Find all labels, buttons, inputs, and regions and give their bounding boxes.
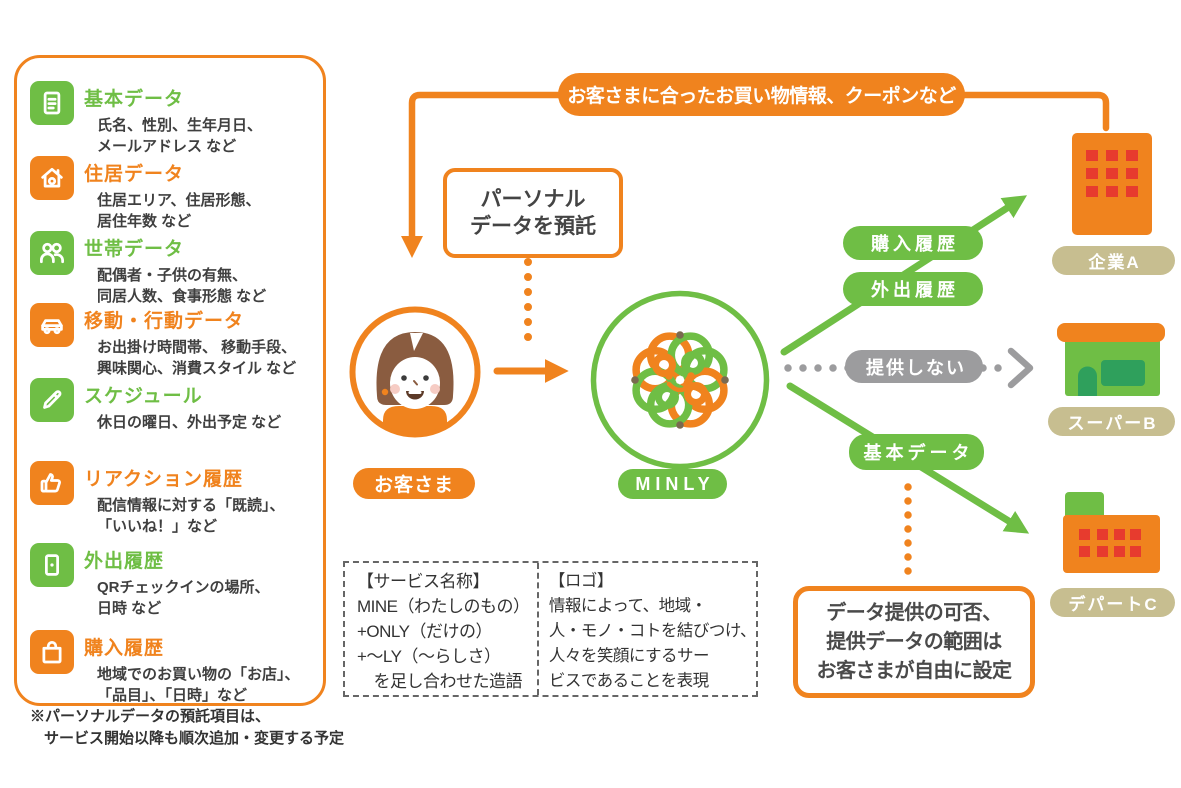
shopping-bag-icon: [30, 630, 74, 674]
recipient-super-b-label: スーパーB: [1048, 407, 1175, 436]
category-desc: 地域でのお買い物の「お店」、 「品目」、「日時」など: [97, 666, 300, 704]
personal-data-panel: 基本データ 氏名、性別、生年月日、 メールアドレス など 住居データ 住居エリア…: [14, 55, 326, 706]
logo-explanation: 【ロゴ】 情報によって、地域・ 人・モノ・コトを結びつけ、 人々を笑顔にするサー…: [536, 563, 757, 695]
category-title: 移動・行動データ: [84, 311, 245, 332]
no-provide-chevron: [1007, 347, 1034, 389]
data-category-schedule: スケジュール 休日の曜日、外出予定 など: [30, 378, 310, 433]
category-desc: 配偶者・子供の有無、 同居人数、食事形態 など: [97, 267, 267, 305]
depart-c-building-icon: [1063, 492, 1160, 573]
recipient-depart-c-label: デパートC: [1050, 588, 1175, 617]
company-a-building-icon: [1072, 133, 1152, 235]
minly-label: MINLY: [618, 469, 727, 499]
minly-logo: [590, 290, 770, 470]
service-naming-box: 【サービス名称】 MINE（わたしのもの） +ONLY（だけの） +〜LY（〜ら…: [343, 561, 758, 697]
category-title: 外出履歴: [84, 551, 165, 572]
category-title: 基本データ: [84, 89, 185, 110]
flow-outing-history: 外出履歴: [843, 272, 983, 306]
category-title: スケジュール: [84, 386, 203, 407]
door-icon: [30, 543, 74, 587]
category-desc: 休日の曜日、外出予定 など: [97, 414, 282, 431]
data-category-basic: 基本データ 氏名、性別、生年月日、 メールアドレス など: [30, 81, 310, 157]
footnote-line1: ※パーソナルデータの預託項目は、: [30, 708, 271, 725]
super-b-store-icon: [1057, 323, 1165, 396]
category-title: リアクション履歴: [84, 469, 244, 490]
banner-left-connector: [400, 91, 566, 258]
flow-basic-data: 基本データ: [849, 434, 984, 470]
flow-purchase-history: 購入履歴: [843, 226, 983, 260]
pencil-icon: [30, 378, 74, 422]
category-desc: 氏名、性別、生年月日、 メールアドレス など: [97, 117, 263, 155]
home-icon: [30, 156, 74, 200]
document-icon: [30, 81, 74, 125]
service-name-explanation: 【サービス名称】 MINE（わたしのもの） +ONLY（だけの） +〜LY（〜ら…: [357, 572, 530, 691]
recipient-company-a-label: 企業A: [1052, 246, 1175, 275]
car-icon: [30, 303, 74, 347]
data-category-household: 世帯データ 配偶者・子供の有無、 同居人数、食事形態 など: [30, 231, 310, 307]
data-category-housing: 住居データ 住居エリア、住居形態、 居住年数 など: [30, 156, 310, 232]
data-settings-box: データ提供の可否、 提供データの範囲は お客さまが自由に設定: [793, 586, 1035, 698]
banner-right-connector: [956, 91, 1110, 132]
data-category-outing: 外出履歴 QRチェックインの場所、 日時 など: [30, 543, 310, 619]
footnote-line2: サービス開始以降も順次追加・変更する予定: [44, 730, 345, 747]
category-desc: 住居エリア、住居形態、 居住年数 など: [97, 192, 261, 230]
data-category-purchase: 購入履歴 地域でのお買い物の「お店」、 「品目」、「日時」など: [30, 630, 310, 706]
customer-label: お客さま: [353, 468, 475, 499]
category-desc: お出掛け時間帯、 移動手段、 興味関心、消費スタイル など: [97, 339, 297, 377]
coupon-banner: お客さまに合ったお買い物情報、クーポンなど: [558, 73, 965, 116]
data-category-reaction: リアクション履歴 配信情報に対する「既読」、 「いいね！」など: [30, 461, 310, 537]
deposit-note-box: パーソナル データを預託: [443, 168, 623, 258]
customer-avatar: [349, 306, 481, 438]
category-title: 世帯データ: [84, 239, 185, 260]
category-desc: 配信情報に対する「既読」、 「いいね！」など: [97, 497, 285, 535]
people-icon: [30, 231, 74, 275]
footnote: ※パーソナルデータの預託項目は、 サービス開始以降も順次追加・変更する予定: [30, 706, 344, 750]
category-title: 購入履歴: [84, 638, 165, 659]
flow-not-provided: 提供しない: [845, 350, 983, 383]
category-desc: QRチェックインの場所、 日時 など: [97, 579, 270, 617]
category-title: 住居データ: [84, 164, 185, 185]
thumbsup-icon: [30, 461, 74, 505]
data-category-movement: 移動・行動データ お出掛け時間帯、 移動手段、 興味関心、消費スタイル など: [30, 303, 310, 379]
